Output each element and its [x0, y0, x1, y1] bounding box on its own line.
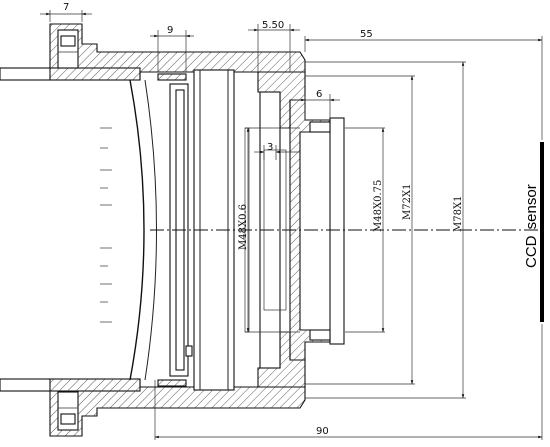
dim-90: 90 — [154, 324, 543, 440]
dim-m72x1-label: M72X1 — [402, 184, 413, 220]
dim-m48x06: M48X0.6 — [238, 127, 250, 333]
ccd-sensor-label: CCD sensor — [523, 184, 540, 268]
lens-front-surface — [129, 79, 145, 381]
top-flange — [49, 23, 306, 81]
dim-5-50: 5.50 — [248, 20, 300, 72]
dim-7-label: 7 — [63, 2, 69, 13]
dim-55-label: 55 — [360, 29, 373, 40]
dim-7: 7 — [40, 2, 92, 22]
dim-90-label: 90 — [316, 426, 329, 437]
dim-3-label: 3 — [267, 142, 273, 153]
dim-m78x1-label: M78X1 — [453, 196, 464, 232]
dim-m48x06-label: M48X0.6 — [238, 204, 249, 250]
dim-m48x075: M48X0.75 — [345, 127, 385, 333]
left-barrel — [0, 67, 141, 392]
dim-9-label: 9 — [167, 25, 173, 36]
bottom-flange — [49, 378, 306, 437]
dim-5-50-label: 5.50 — [262, 20, 284, 31]
dim-m72x1: M72X1 — [305, 75, 415, 385]
ccd-label: CCD — [523, 235, 540, 268]
dim-55: 55 — [304, 29, 543, 140]
dim-6-label: 6 — [316, 89, 322, 100]
sensor-label: sensor — [523, 184, 540, 229]
dim-3: 3 — [254, 142, 300, 160]
dim-m48x075-label: M48X0.75 — [373, 180, 384, 232]
dim-m78x1: M78X1 — [305, 61, 466, 399]
rear-mount — [289, 99, 345, 361]
dim-9: 9 — [150, 25, 194, 72]
svg-text:CCD sensor: CCD sensor — [523, 184, 540, 268]
dim-6: 6 — [296, 89, 340, 120]
